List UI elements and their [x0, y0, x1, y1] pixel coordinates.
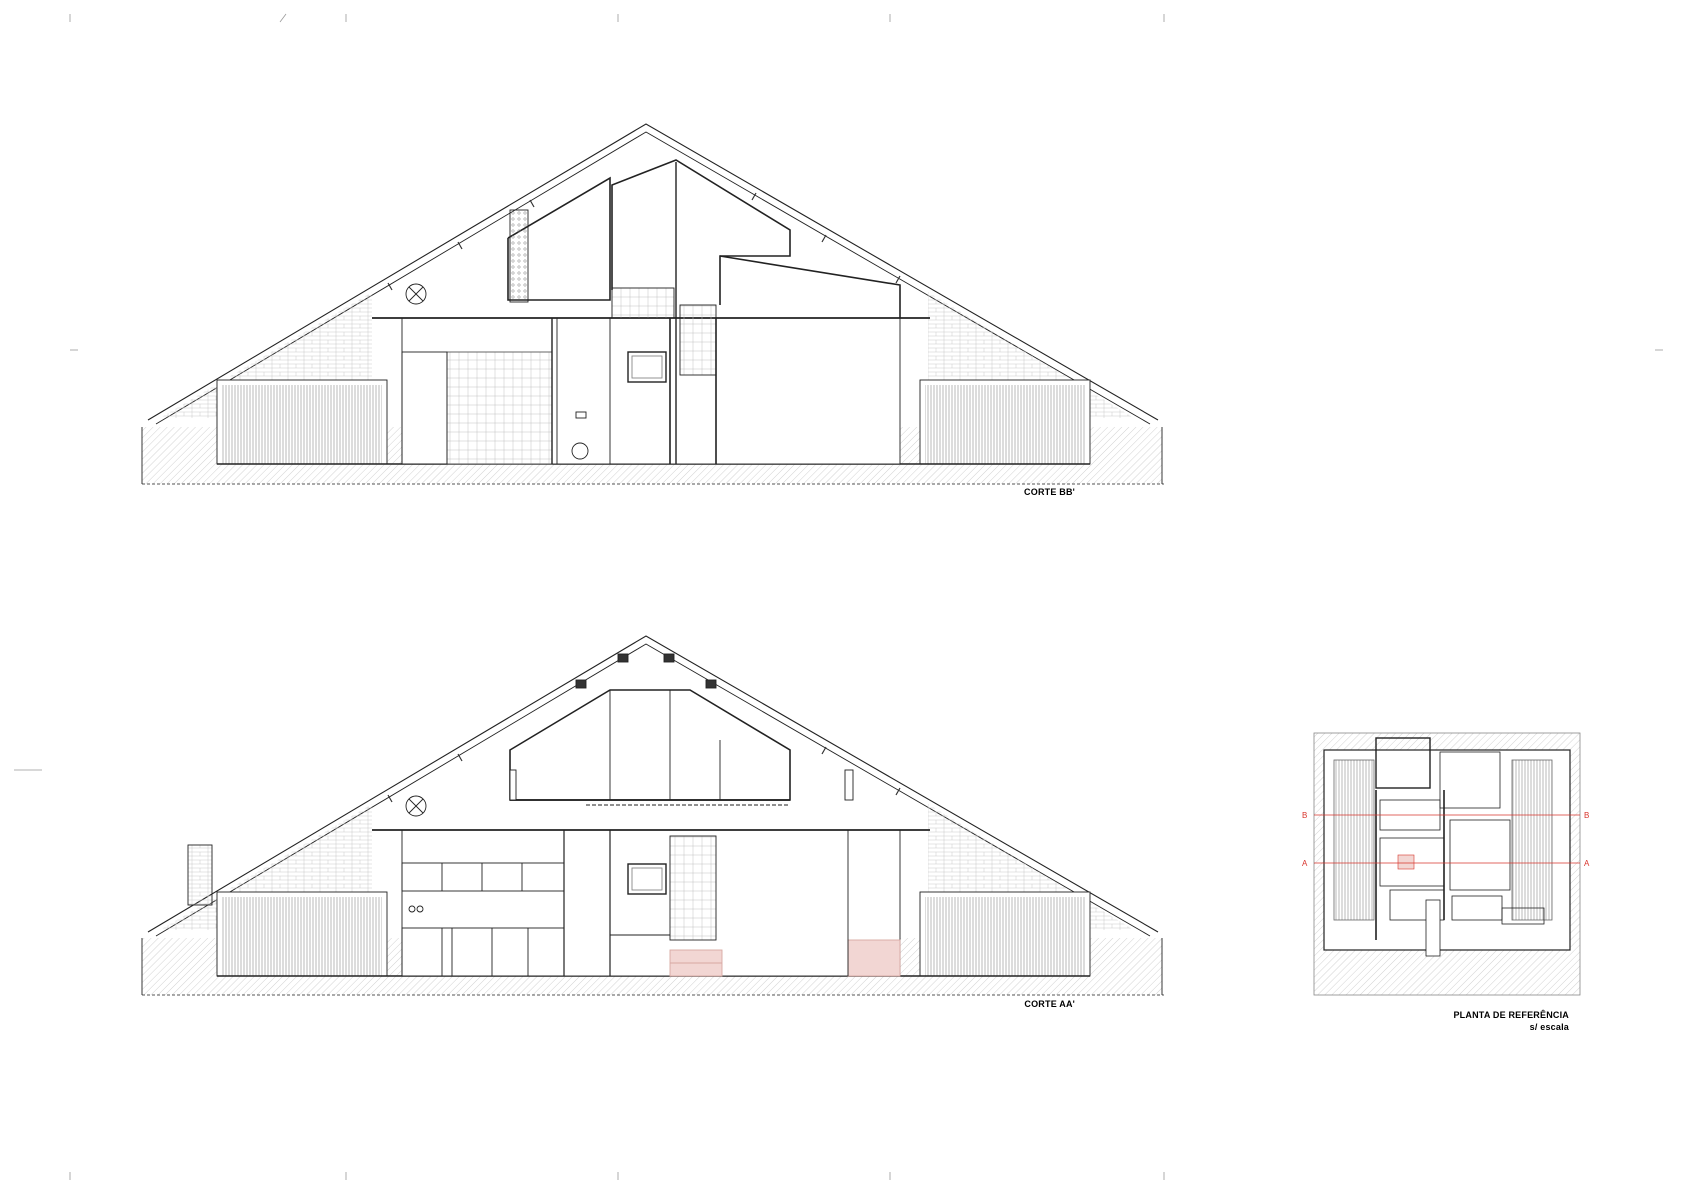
section-aa-label: CORTE AA' [1024, 999, 1075, 1009]
cut-marker-a-right: A [1584, 859, 1590, 868]
section-bb-label: CORTE BB' [1024, 487, 1075, 497]
cut-marker-b-left: B [1302, 811, 1307, 820]
reference-plan-scale-note: s/ escala [1529, 1022, 1569, 1032]
reference-plan-drawing [1313, 732, 1581, 996]
section-aa-drawing [141, 635, 1164, 996]
cut-marker-a-left: A [1302, 859, 1308, 868]
crop-marks [14, 13, 1663, 1180]
cut-marker-b-right: B [1584, 811, 1589, 820]
reference-plan-title: PLANTA DE REFERÊNCIA [1453, 1010, 1569, 1020]
section-bb-drawing [141, 123, 1164, 485]
cut-markers: B B A A [1302, 811, 1590, 868]
